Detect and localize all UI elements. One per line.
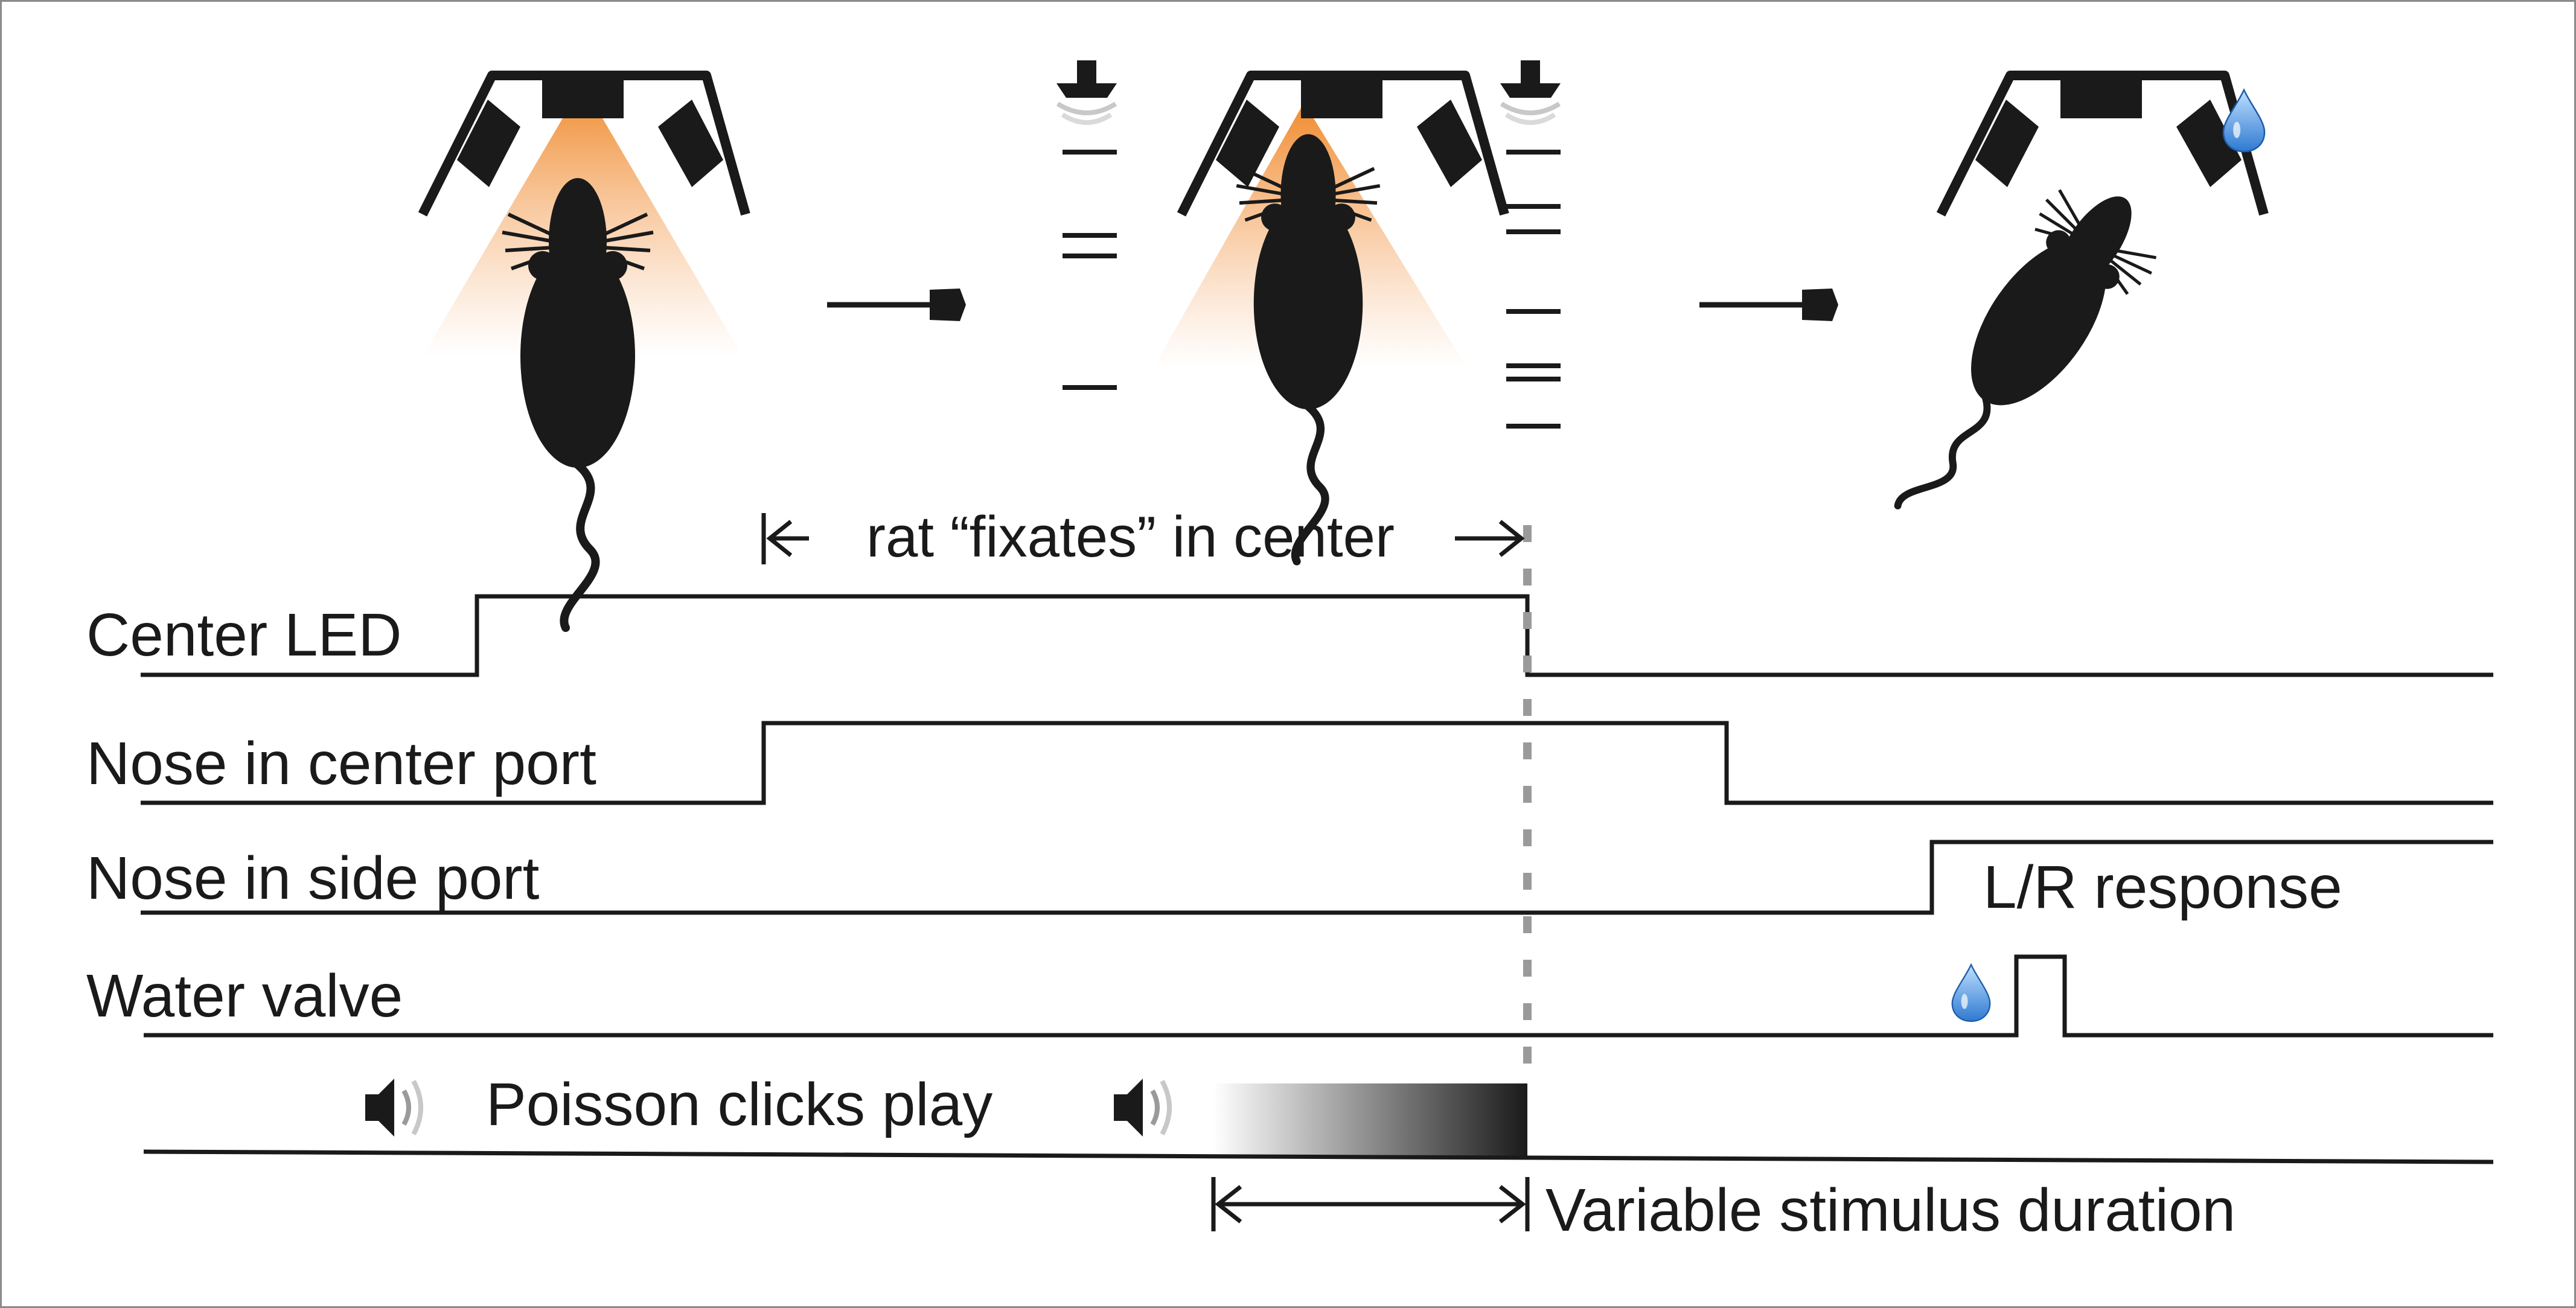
- speaker-icon: [365, 1079, 421, 1137]
- stimulus-ramp: [1213, 1083, 1527, 1156]
- arrow-right-icon: [1699, 289, 1838, 321]
- water-valve-trace: [144, 954, 2493, 1038]
- nose-side-trace: [141, 840, 2493, 915]
- stimulus-baseline: [143, 1149, 2494, 1164]
- fixation-interval: [761, 513, 1525, 564]
- nose-side-label: Nose in side port: [86, 844, 540, 912]
- led-light-icon: [1056, 60, 1117, 123]
- led-light-icon: [1500, 60, 1561, 123]
- nose-center-trace: [141, 721, 2493, 805]
- arrow-right-icon: [827, 289, 966, 321]
- fixation-annotation: rat “fixates” in center: [866, 505, 1395, 569]
- rat-icon: [1853, 162, 2178, 549]
- center-led-trace: [141, 594, 2493, 677]
- scene-led-on: [423, 75, 746, 628]
- left-click-train: [1063, 150, 1117, 390]
- speaker-icon: [1114, 1079, 1169, 1137]
- scene-fixation: [1056, 60, 1561, 561]
- water-drop-icon: [1951, 964, 1991, 1022]
- response-annotation: L/R response: [1983, 853, 2342, 921]
- clicks-annotation: Poisson clicks play: [486, 1071, 993, 1138]
- duration-interval: [1211, 1177, 1530, 1231]
- nose-center-label: Nose in center port: [86, 730, 596, 797]
- nose-port-icon: [1941, 75, 2264, 214]
- center-led-label: Center LED: [86, 601, 402, 669]
- duration-annotation: Variable stimulus duration: [1545, 1176, 2236, 1244]
- scene-response: [1853, 75, 2264, 549]
- water-valve-label: Water valve: [86, 962, 403, 1030]
- right-click-train: [1506, 150, 1561, 429]
